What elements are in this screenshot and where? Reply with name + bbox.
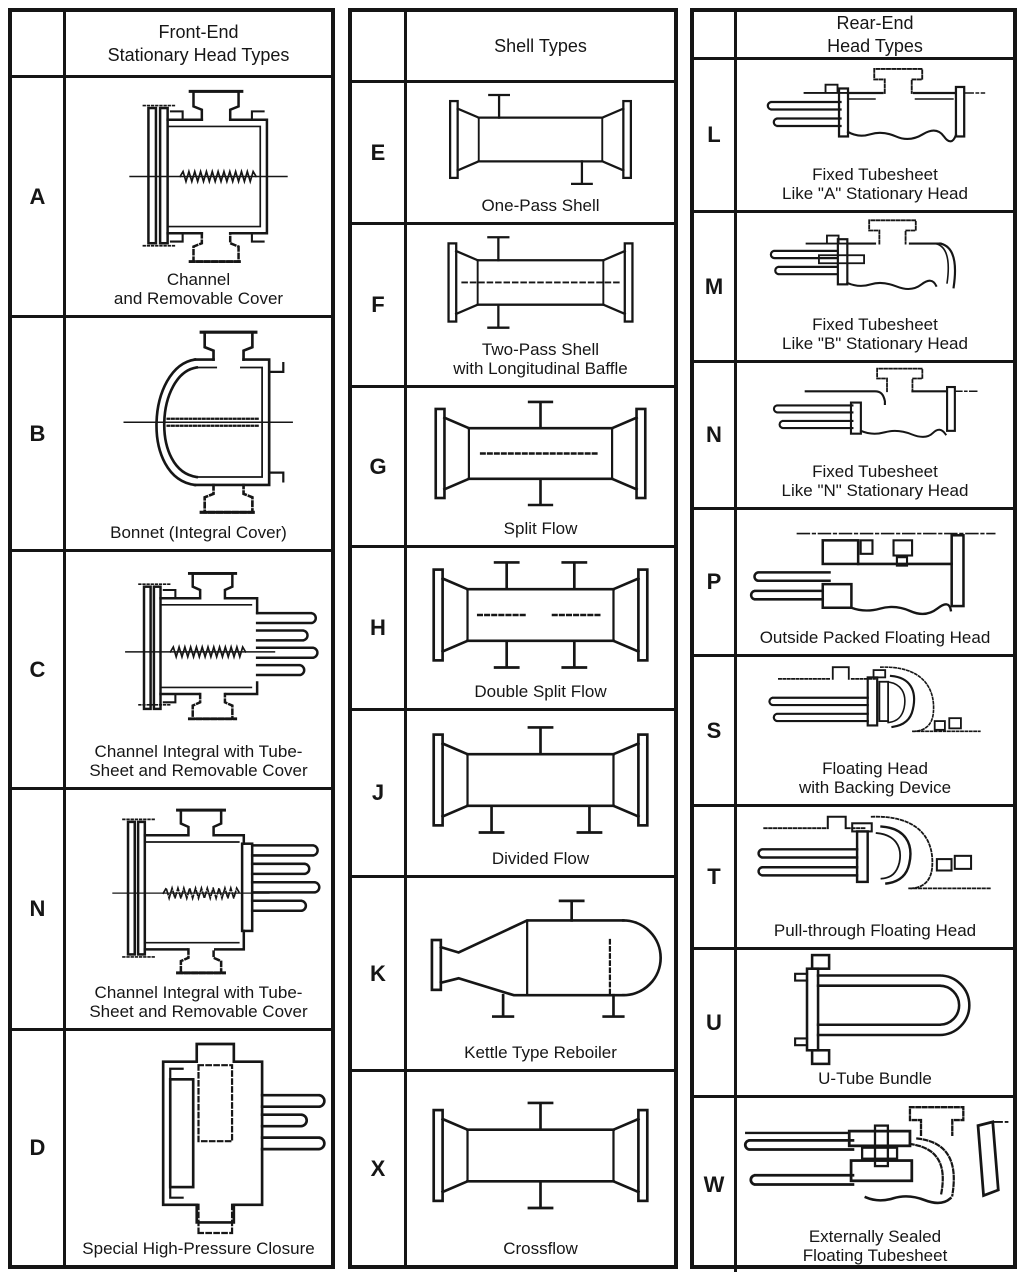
type-letter-c: C [12, 552, 66, 787]
row-rear-n: N [694, 363, 1013, 510]
type-letter-j: J [352, 711, 407, 875]
type-letter-k: K [352, 878, 407, 1069]
diagram-one-pass-shell [407, 83, 674, 196]
row-rear-u: U U-Tube Bundl [694, 950, 1013, 1098]
column-front-end: Front-End Stationary Head Types A [8, 8, 335, 1269]
caption-front-n: Channel Integral with Tube- Sheet and Re… [89, 982, 308, 1021]
caption-shell-k: Kettle Type Reboiler [464, 1042, 617, 1062]
row-front-d: D [12, 1031, 331, 1265]
diagram-divided-flow [407, 711, 674, 849]
row-shell-k: K [352, 878, 674, 1072]
caption-rear-s: Floating Head with Backing Device [798, 758, 952, 797]
caption-shell-f: Two-Pass Shell with Longitudinal Baffle [453, 339, 628, 378]
caption-rear-l: Fixed Tubesheet Like "A" Stationary Head [782, 164, 968, 203]
diagram-two-pass-shell-longitudinal-baffle [407, 225, 674, 340]
row-rear-p: P [694, 510, 1013, 657]
diagram-fixed-tubesheet-like-b [737, 213, 1013, 315]
header-corner-cell [12, 12, 66, 75]
rear-end-header-row: Rear-End Head Types [694, 12, 1013, 60]
row-shell-j: J Divided Flow [352, 711, 674, 878]
shell-types-header: Shell Types [494, 35, 587, 56]
caption-rear-n: Fixed Tubesheet Like "N" Stationary Head [781, 461, 969, 500]
caption-shell-g: Split Flow [503, 518, 578, 538]
type-letter-s: S [694, 657, 737, 804]
header-corner-cell [352, 12, 407, 80]
front-end-header-row: Front-End Stationary Head Types [12, 12, 331, 78]
diagram-bonnet-integral-cover [66, 318, 331, 523]
diagram-channel-removable-cover [66, 78, 331, 270]
diagram-split-flow [407, 388, 674, 519]
type-letter-p: P [694, 510, 737, 654]
caption-shell-h: Double Split Flow [474, 681, 607, 701]
type-letter-f: F [352, 225, 407, 385]
row-rear-m: M [694, 213, 1013, 363]
caption-shell-x: Crossflow [503, 1238, 578, 1258]
type-letter-a: A [12, 78, 66, 315]
caption-shell-j: Divided Flow [491, 848, 590, 868]
diagram-pull-through-floating-head [737, 807, 1013, 921]
row-shell-e: E One-Pass Shell [352, 83, 674, 225]
type-letter-u: U [694, 950, 737, 1095]
row-rear-w: W [694, 1098, 1013, 1272]
diagram-crossflow [407, 1072, 674, 1239]
row-rear-l: L [694, 60, 1013, 213]
diagram-outside-packed-floating-head [737, 510, 1013, 628]
diagram-fixed-tubesheet-like-a [737, 60, 1013, 165]
header-corner-cell [694, 12, 737, 57]
row-shell-h: H Double Split [352, 548, 674, 711]
row-rear-s: S [694, 657, 1013, 807]
rear-end-header: Rear-End Head Types [827, 13, 923, 56]
diagram-fixed-tubesheet-like-n [737, 363, 1013, 462]
front-end-header: Front-End Stationary Head Types [107, 22, 290, 65]
column-rear-end: Rear-End Head Types L [690, 8, 1017, 1272]
row-shell-g: G Split Flow [352, 388, 674, 548]
caption-shell-e: One-Pass Shell [481, 195, 600, 215]
row-front-n: N [12, 790, 331, 1031]
column-shell-types: Shell Types E [348, 8, 678, 1269]
type-letter-b: B [12, 318, 66, 549]
type-letter-l: L [694, 60, 737, 210]
row-shell-x: X Crossflow [352, 1072, 674, 1265]
type-letter-e: E [352, 83, 407, 222]
shell-types-header-row: Shell Types [352, 12, 674, 83]
diagram-double-split-flow [407, 548, 674, 682]
diagram-channel-integral-tubesheet-removable-cover-n [66, 790, 331, 983]
diagram-u-tube-bundle [737, 950, 1013, 1069]
row-rear-t: T [694, 807, 1013, 950]
row-front-b: B [12, 318, 331, 552]
type-letter-h: H [352, 548, 407, 708]
type-letter-m: M [694, 213, 737, 360]
diagram-channel-integral-tubesheet-removable-cover [66, 552, 331, 742]
caption-rear-p: Outside Packed Floating Head [759, 627, 991, 647]
diagram-special-high-pressure-closure [66, 1031, 331, 1239]
caption-front-b: Bonnet (Integral Cover) [110, 522, 287, 542]
type-letter-w: W [694, 1098, 737, 1272]
row-front-a: A [12, 78, 331, 318]
diagram-externally-sealed-floating-tubesheet [737, 1098, 1013, 1227]
diagram-floating-head-backing-device [737, 657, 1013, 759]
row-shell-f: F Two-Pass She [352, 225, 674, 388]
type-letter-t: T [694, 807, 737, 947]
caption-rear-w: Externally Sealed Floating Tubesheet [802, 1226, 948, 1265]
type-letter-n-rear: N [694, 363, 737, 507]
type-letter-n-front: N [12, 790, 66, 1028]
row-front-c: C [12, 552, 331, 790]
caption-front-c: Channel Integral with Tube- Sheet and Re… [89, 741, 308, 780]
type-letter-g: G [352, 388, 407, 545]
caption-rear-m: Fixed Tubesheet Like "B" Stationary Head [782, 314, 968, 353]
type-letter-x: X [352, 1072, 407, 1265]
diagram-kettle-type-reboiler [407, 878, 674, 1043]
caption-rear-u: U-Tube Bundle [818, 1068, 932, 1088]
type-letter-d: D [12, 1031, 66, 1265]
caption-front-d: Special High-Pressure Closure [82, 1238, 315, 1258]
caption-rear-t: Pull-through Floating Head [773, 920, 977, 940]
caption-front-a: Channel and Removable Cover [113, 269, 284, 308]
